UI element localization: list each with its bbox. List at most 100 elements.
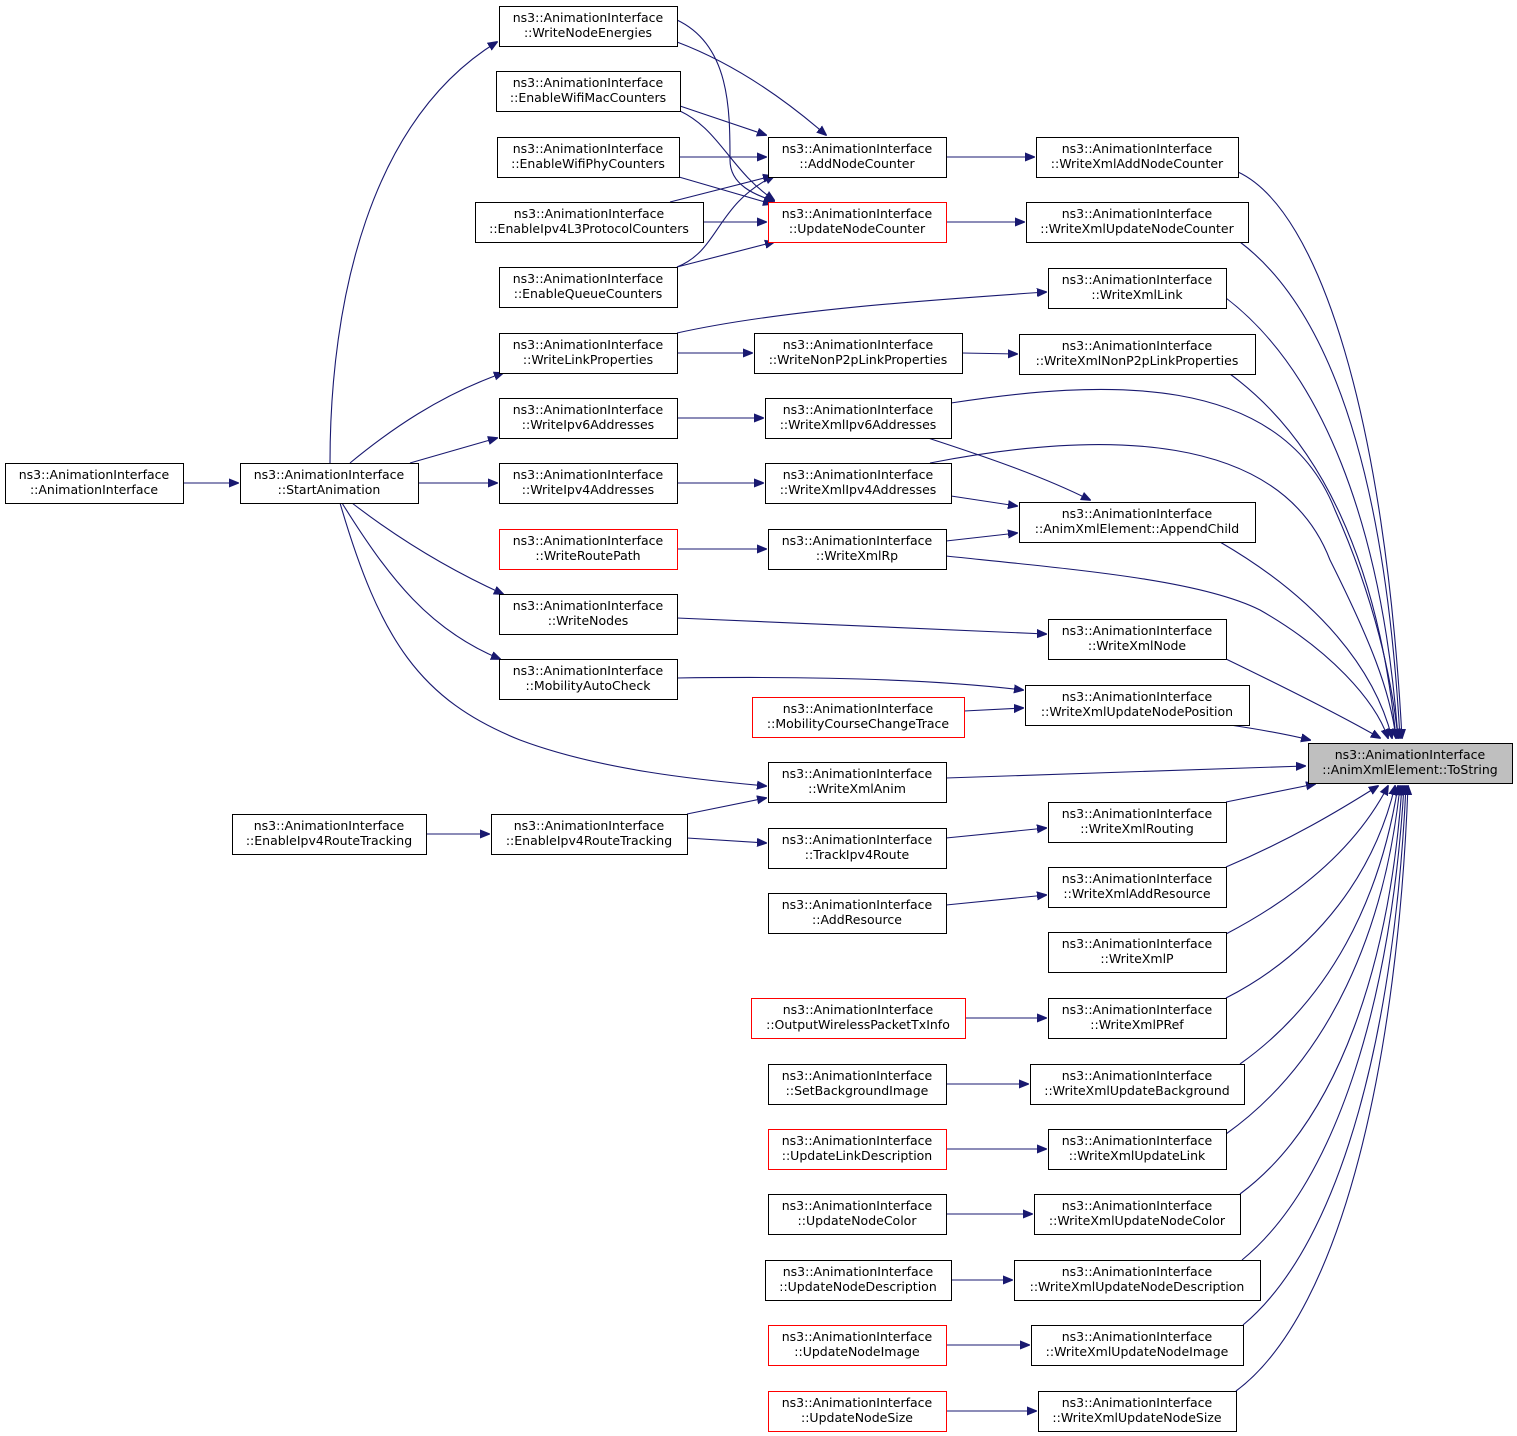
node-label-line1: ns3::AnimationInterface bbox=[1062, 1133, 1213, 1148]
node-label-line2: ::WriteXmlAnim bbox=[808, 781, 906, 796]
node-label-line1: ns3::AnimationInterface bbox=[782, 1395, 933, 1410]
edge-startanim-to-writelinkprops bbox=[349, 373, 503, 464]
node-enqueue[interactable]: ns3::AnimationInterface::EnableQueueCoun… bbox=[499, 267, 678, 308]
node-wx-routing[interactable]: ns3::AnimationInterface::WriteXmlRouting bbox=[1048, 802, 1227, 843]
node-label-line2: ::WriteXmlRouting bbox=[1080, 821, 1194, 836]
node-writenonp2p[interactable]: ns3::AnimationInterface::WriteNonP2pLink… bbox=[754, 333, 963, 374]
edge-startanim-to-wx-anim bbox=[339, 502, 766, 786]
node-label-line2: ::EnableIpv4RouteTracking bbox=[506, 833, 672, 848]
node-wx-updnodedesc[interactable]: ns3::AnimationInterface::WriteXmlUpdateN… bbox=[1014, 1260, 1261, 1301]
node-label-line1: ns3::AnimationInterface bbox=[783, 402, 934, 417]
node-updlinkdesc[interactable]: ns3::AnimationInterface::UpdateLinkDescr… bbox=[768, 1129, 947, 1170]
edge-writenonp2p-to-wx-nonp2p bbox=[961, 353, 1017, 354]
node-enipv4l3[interactable]: ns3::AnimationInterface::EnableIpv4L3Pro… bbox=[475, 202, 704, 243]
node-box bbox=[768, 828, 947, 869]
node-label-line1: ns3::AnimationInterface bbox=[513, 533, 664, 548]
node-tostring[interactable]: ns3::AnimationInterface::AnimXmlElement:… bbox=[1308, 743, 1513, 784]
node-box bbox=[499, 463, 678, 504]
node-label-line1: ns3::AnimationInterface bbox=[513, 402, 664, 417]
node-addresource[interactable]: ns3::AnimationInterface::AddResource bbox=[768, 893, 947, 934]
node-updnodecounter[interactable]: ns3::AnimationInterface::UpdateNodeCount… bbox=[768, 202, 947, 243]
node-label-line2: ::StartAnimation bbox=[278, 482, 381, 497]
edge-wx-anim-to-tostring bbox=[945, 766, 1305, 779]
node-label-line2: ::AnimXmlElement::ToString bbox=[1322, 762, 1497, 777]
node-wx-updnodecounter[interactable]: ns3::AnimationInterface::WriteXmlUpdateN… bbox=[1026, 202, 1249, 243]
node-wx-ipv4[interactable]: ns3::AnimationInterface::WriteXmlIpv4Add… bbox=[765, 463, 952, 504]
node-label-line2: ::UpdateNodeColor bbox=[798, 1213, 918, 1228]
node-mobilitycourse[interactable]: ns3::AnimationInterface::MobilityCourseC… bbox=[752, 697, 965, 738]
node-trackipv4[interactable]: ns3::AnimationInterface::TrackIpv4Route bbox=[768, 828, 947, 869]
node-box bbox=[499, 398, 678, 439]
node-wx-addresource[interactable]: ns3::AnimationInterface::WriteXmlAddReso… bbox=[1048, 867, 1227, 908]
node-updnodedesc[interactable]: ns3::AnimationInterface::UpdateNodeDescr… bbox=[765, 1260, 952, 1301]
node-appendchild[interactable]: ns3::AnimationInterface::AnimXmlElement:… bbox=[1019, 502, 1256, 543]
node-box bbox=[768, 529, 947, 570]
node-box bbox=[768, 1129, 947, 1170]
node-wx-ipv6[interactable]: ns3::AnimationInterface::WriteXmlIpv6Add… bbox=[765, 398, 952, 439]
node-box bbox=[1048, 619, 1227, 660]
node-label-line1: ns3::AnimationInterface bbox=[254, 467, 405, 482]
node-enwifimac[interactable]: ns3::AnimationInterface::EnableWifiMacCo… bbox=[496, 71, 681, 112]
node-wx-updnodesize[interactable]: ns3::AnimationInterface::WriteXmlUpdateN… bbox=[1038, 1391, 1237, 1432]
node-wx-updnodeimage[interactable]: ns3::AnimationInterface::WriteXmlUpdateN… bbox=[1031, 1325, 1244, 1366]
node-box bbox=[768, 893, 947, 934]
node-outwireless[interactable]: ns3::AnimationInterface::OutputWirelessP… bbox=[751, 998, 966, 1039]
node-wx-updnodepos[interactable]: ns3::AnimationInterface::WriteXmlUpdateN… bbox=[1025, 685, 1250, 726]
node-label-line1: ns3::AnimationInterface bbox=[1062, 1329, 1213, 1344]
node-label-line1: ns3::AnimationInterface bbox=[1062, 1264, 1213, 1279]
node-updnodecolor[interactable]: ns3::AnimationInterface::UpdateNodeColor bbox=[768, 1194, 947, 1235]
node-enwifiphy[interactable]: ns3::AnimationInterface::EnableWifiPhyCo… bbox=[497, 137, 680, 178]
node-writeipv4[interactable]: ns3::AnimationInterface::WriteIpv4Addres… bbox=[499, 463, 678, 504]
node-mobilityauto[interactable]: ns3::AnimationInterface::MobilityAutoChe… bbox=[499, 659, 678, 700]
node-box bbox=[765, 398, 952, 439]
node-label-line2: ::MobilityCourseChangeTrace bbox=[767, 716, 949, 731]
node-wx-link[interactable]: ns3::AnimationInterface::WriteXmlLink bbox=[1048, 268, 1227, 309]
node-writeipv6[interactable]: ns3::AnimationInterface::WriteIpv6Addres… bbox=[499, 398, 678, 439]
node-wx-nonp2p[interactable]: ns3::AnimationInterface::WriteXmlNonP2pL… bbox=[1019, 334, 1256, 375]
node-wx-pref[interactable]: ns3::AnimationInterface::WriteXmlPRef bbox=[1048, 998, 1227, 1039]
node-enipv4route-mid[interactable]: ns3::AnimationInterface::EnableIpv4Route… bbox=[491, 814, 688, 855]
node-label-line1: ns3::AnimationInterface bbox=[1062, 272, 1213, 287]
node-label-line2: ::WriteXmlUpdateLink bbox=[1069, 1148, 1206, 1163]
node-updnodeimage[interactable]: ns3::AnimationInterface::UpdateNodeImage bbox=[768, 1325, 947, 1366]
edge-wx-ipv6-to-appendchild bbox=[927, 437, 1090, 500]
node-setbg[interactable]: ns3::AnimationInterface::SetBackgroundIm… bbox=[768, 1064, 947, 1105]
node-label-line1: ns3::AnimationInterface bbox=[513, 271, 664, 286]
node-box bbox=[1019, 334, 1256, 375]
node-enipv4route-left[interactable]: ns3::AnimationInterface::EnableIpv4Route… bbox=[232, 814, 427, 855]
node-wx-node[interactable]: ns3::AnimationInterface::WriteXmlNode bbox=[1048, 619, 1227, 660]
edge-wx-link-to-tostring bbox=[1225, 297, 1398, 738]
node-label-line1: ns3::AnimationInterface bbox=[1062, 506, 1213, 521]
node-label-line1: ns3::AnimationInterface bbox=[782, 832, 933, 847]
node-writenodeenergies[interactable]: ns3::AnimationInterface::WriteNodeEnergi… bbox=[499, 6, 678, 47]
node-label-line2: ::UpdateNodeSize bbox=[801, 1410, 913, 1425]
node-startanim[interactable]: ns3::AnimationInterface::StartAnimation bbox=[240, 463, 419, 504]
node-updnodesize[interactable]: ns3::AnimationInterface::UpdateNodeSize bbox=[768, 1391, 947, 1432]
node-label-line1: ns3::AnimationInterface bbox=[1062, 141, 1213, 156]
node-wx-anim[interactable]: ns3::AnimationInterface::WriteXmlAnim bbox=[768, 762, 947, 803]
node-wx-updbg[interactable]: ns3::AnimationInterface::WriteXmlUpdateB… bbox=[1030, 1064, 1245, 1105]
node-wx-updnodecolor[interactable]: ns3::AnimationInterface::WriteXmlUpdateN… bbox=[1034, 1194, 1241, 1235]
node-wx-rp[interactable]: ns3::AnimationInterface::WriteXmlRp bbox=[768, 529, 947, 570]
node-animiface[interactable]: ns3::AnimationInterface::AnimationInterf… bbox=[5, 463, 184, 504]
node-writelinkprops[interactable]: ns3::AnimationInterface::WriteLinkProper… bbox=[499, 333, 678, 374]
node-label-line1: ns3::AnimationInterface bbox=[783, 701, 934, 716]
node-label-line2: ::AddNodeCounter bbox=[799, 156, 915, 171]
node-wx-addnodecounter[interactable]: ns3::AnimationInterface::WriteXmlAddNode… bbox=[1036, 137, 1239, 178]
node-box bbox=[1034, 1194, 1241, 1235]
node-box bbox=[768, 1194, 947, 1235]
node-label-line1: ns3::AnimationInterface bbox=[1062, 1395, 1213, 1410]
node-wx-updlink[interactable]: ns3::AnimationInterface::WriteXmlUpdateL… bbox=[1048, 1129, 1227, 1170]
node-writeroutepath[interactable]: ns3::AnimationInterface::WriteRoutePath bbox=[499, 529, 678, 570]
node-label-line2: ::UpdateLinkDescription bbox=[782, 1148, 932, 1163]
node-box bbox=[5, 463, 184, 504]
node-label-line1: ns3::AnimationInterface bbox=[783, 467, 934, 482]
edge-trackipv4-to-wx-routing bbox=[945, 828, 1046, 839]
edge-wx-updnodecounter-to-tostring bbox=[1239, 241, 1400, 738]
node-writenodes[interactable]: ns3::AnimationInterface::WriteNodes bbox=[499, 594, 678, 635]
edge-wx-p-to-tostring bbox=[1225, 786, 1388, 935]
node-label-line2: ::WriteXmlAddResource bbox=[1063, 886, 1210, 901]
node-wx-p[interactable]: ns3::AnimationInterface::WriteXmlP bbox=[1048, 932, 1227, 973]
node-label-line1: ns3::AnimationInterface bbox=[783, 337, 934, 352]
node-addnodecounter[interactable]: ns3::AnimationInterface::AddNodeCounter bbox=[768, 137, 947, 178]
